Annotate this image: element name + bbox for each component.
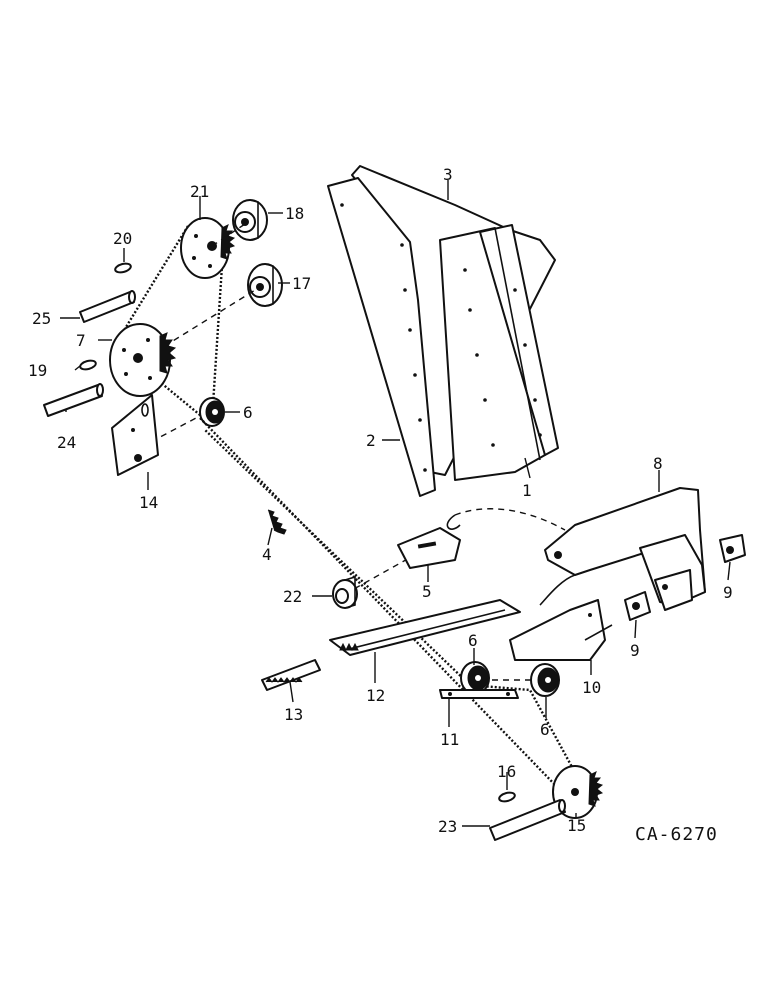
shaft-24 bbox=[43, 383, 104, 417]
tightener-rod-12 bbox=[329, 599, 521, 656]
callout-5: 5 bbox=[422, 582, 432, 601]
callout-16: 16 bbox=[497, 762, 516, 781]
lower-drive-chain bbox=[199, 417, 593, 803]
callout-18: 18 bbox=[285, 204, 304, 223]
callout-19: 19 bbox=[28, 361, 47, 380]
callout-9-middle: 9 bbox=[630, 641, 640, 660]
callout-12: 12 bbox=[366, 686, 385, 705]
bracket-5 bbox=[397, 527, 461, 569]
callout-7: 7 bbox=[76, 331, 86, 350]
callout-8: 8 bbox=[653, 454, 663, 473]
callout-6-upper: 6 bbox=[243, 403, 253, 422]
callout-labels: 1 2 3 4 5 6 6 6 7 8 9 9 10 11 12 13 14 1… bbox=[28, 165, 733, 836]
callout-6-middle: 6 bbox=[468, 631, 478, 650]
link-9-upper bbox=[719, 534, 746, 563]
callout-1: 1 bbox=[522, 481, 532, 500]
guard-panel-1 bbox=[439, 224, 559, 481]
bracket-10 bbox=[509, 599, 613, 661]
callout-13: 13 bbox=[284, 705, 303, 724]
callout-20: 20 bbox=[113, 229, 132, 248]
callout-4: 4 bbox=[262, 545, 272, 564]
callout-14: 14 bbox=[139, 493, 158, 512]
callout-23: 23 bbox=[438, 817, 457, 836]
callout-10: 10 bbox=[582, 678, 601, 697]
bolt-13 bbox=[261, 659, 321, 691]
sprocket-6-upper bbox=[199, 397, 225, 427]
key-19 bbox=[79, 359, 97, 371]
callout-17: 17 bbox=[292, 274, 311, 293]
callout-22: 22 bbox=[283, 587, 302, 606]
callout-6-lower: 6 bbox=[540, 720, 550, 739]
callout-25: 25 bbox=[32, 309, 51, 328]
leader-lines bbox=[60, 180, 731, 827]
callout-2: 2 bbox=[366, 431, 376, 450]
connector-link-4 bbox=[267, 509, 287, 535]
callout-3: 3 bbox=[443, 165, 453, 184]
bar-11 bbox=[439, 689, 519, 699]
key-20 bbox=[114, 262, 132, 274]
callout-24: 24 bbox=[57, 433, 76, 452]
key-16 bbox=[498, 791, 516, 803]
hub-18 bbox=[232, 199, 268, 241]
callout-21: 21 bbox=[190, 182, 209, 201]
sprocket-7 bbox=[109, 323, 177, 397]
sprocket-6-lower bbox=[530, 663, 560, 697]
hub-17 bbox=[247, 263, 283, 307]
link-9-middle bbox=[624, 591, 651, 621]
guard-panel-2 bbox=[327, 177, 436, 497]
sprocket-21 bbox=[180, 217, 236, 279]
shaft-25 bbox=[79, 290, 136, 323]
sprocket-6-middle bbox=[460, 661, 490, 695]
callout-11: 11 bbox=[440, 730, 459, 749]
bracket-14 bbox=[111, 394, 159, 476]
bushing-22 bbox=[332, 575, 358, 609]
arm-8 bbox=[446, 487, 706, 611]
drawing-code: CA-6270 bbox=[635, 824, 718, 845]
callout-9-upper: 9 bbox=[723, 583, 733, 602]
callout-15: 15 bbox=[567, 816, 586, 835]
shaft-23 bbox=[489, 799, 566, 841]
